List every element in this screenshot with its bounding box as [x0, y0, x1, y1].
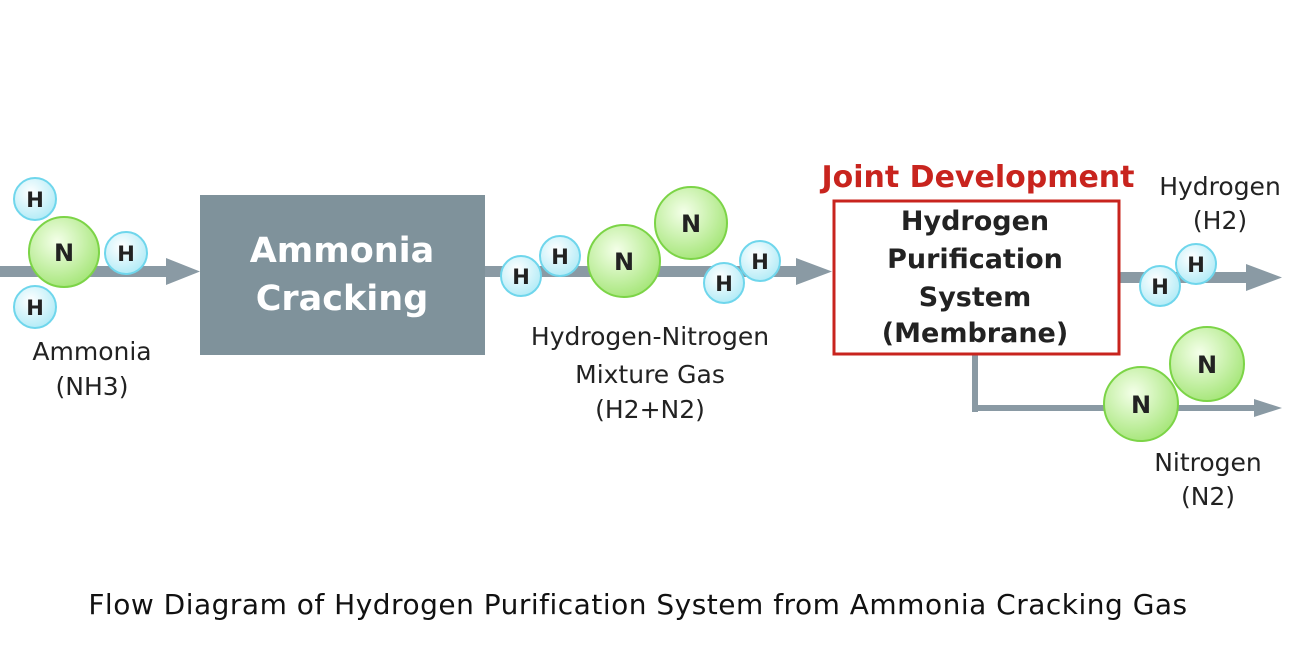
ammonia-formula: (NH3): [56, 372, 129, 401]
purification-box: [832, 199, 1121, 356]
hydrogen-label: Hydrogen: [1159, 172, 1281, 201]
hydrogen-arrow-head: [1246, 264, 1282, 291]
h-atom-label: H: [1151, 275, 1169, 299]
figure-caption: Flow Diagram of Hydrogen Purification Sy…: [88, 588, 1188, 621]
input-arrow-head: [166, 258, 200, 285]
diagram-canvas: Ammonia Cracking Joint Development Hydro…: [0, 160, 1282, 511]
h-atom-label: H: [1187, 253, 1205, 277]
nitrogen-formula: (N2): [1181, 482, 1235, 511]
mixture-label-line1: Hydrogen-Nitrogen: [531, 322, 769, 351]
cracking-label-line1: Ammonia: [250, 231, 435, 271]
mixture-molecules: H H N N H H: [500, 186, 781, 304]
n-atom-label: N: [614, 248, 634, 276]
n-atom: [1169, 326, 1245, 402]
n-atom-label: N: [54, 239, 74, 267]
n-atom-label: N: [1197, 351, 1217, 379]
nitrogen-branch-vertical: [972, 355, 978, 412]
h-atom: [13, 177, 57, 221]
h-atom-label: H: [26, 296, 44, 320]
ammonia-label: Ammonia: [32, 337, 151, 366]
h-atom: [1175, 243, 1217, 285]
ammonia-molecule: N H H H: [13, 177, 148, 329]
mixture-label-line2: Mixture Gas: [575, 360, 725, 389]
n-atom-label: N: [1131, 391, 1151, 419]
h-atom-label: H: [512, 265, 530, 289]
h-atom: [1139, 265, 1181, 307]
purification-label-line3: System: [919, 282, 1031, 313]
h-atom: [13, 285, 57, 329]
cracking-box: [200, 195, 485, 355]
purification-label-line2: Purification: [887, 244, 1063, 275]
n-atom: [1103, 366, 1179, 442]
h-atom: [104, 231, 148, 275]
n-atom: [587, 224, 661, 298]
nitrogen-arrow-head: [1254, 399, 1282, 417]
n-atom: [654, 186, 728, 260]
nitrogen-molecule: N N: [1103, 326, 1245, 442]
h-atom: [500, 255, 542, 297]
cracking-label-line2: Cracking: [256, 279, 429, 319]
n-atom-label: N: [681, 210, 701, 238]
nitrogen-label: Nitrogen: [1154, 448, 1262, 477]
h-atom-label: H: [117, 242, 135, 266]
h-atom: [539, 235, 581, 277]
mixture-formula: (H2+N2): [595, 395, 705, 424]
joint-development-banner: Joint Development: [819, 160, 1134, 195]
purification-label-line4: (Membrane): [882, 318, 1068, 349]
hydrogen-formula: (H2): [1193, 206, 1247, 235]
h-atom-label: H: [551, 245, 569, 269]
hydrogen-molecule: H H: [1139, 243, 1217, 307]
purification-label-line1: Hydrogen: [901, 206, 1049, 237]
h-atom: [739, 240, 781, 282]
h-atom-label: H: [26, 188, 44, 212]
h-atom-label: H: [751, 250, 769, 274]
h-atom: [703, 262, 745, 304]
mixture-arrow-head: [796, 258, 832, 285]
h-atom-label: H: [715, 272, 733, 296]
n-atom: [28, 216, 100, 288]
